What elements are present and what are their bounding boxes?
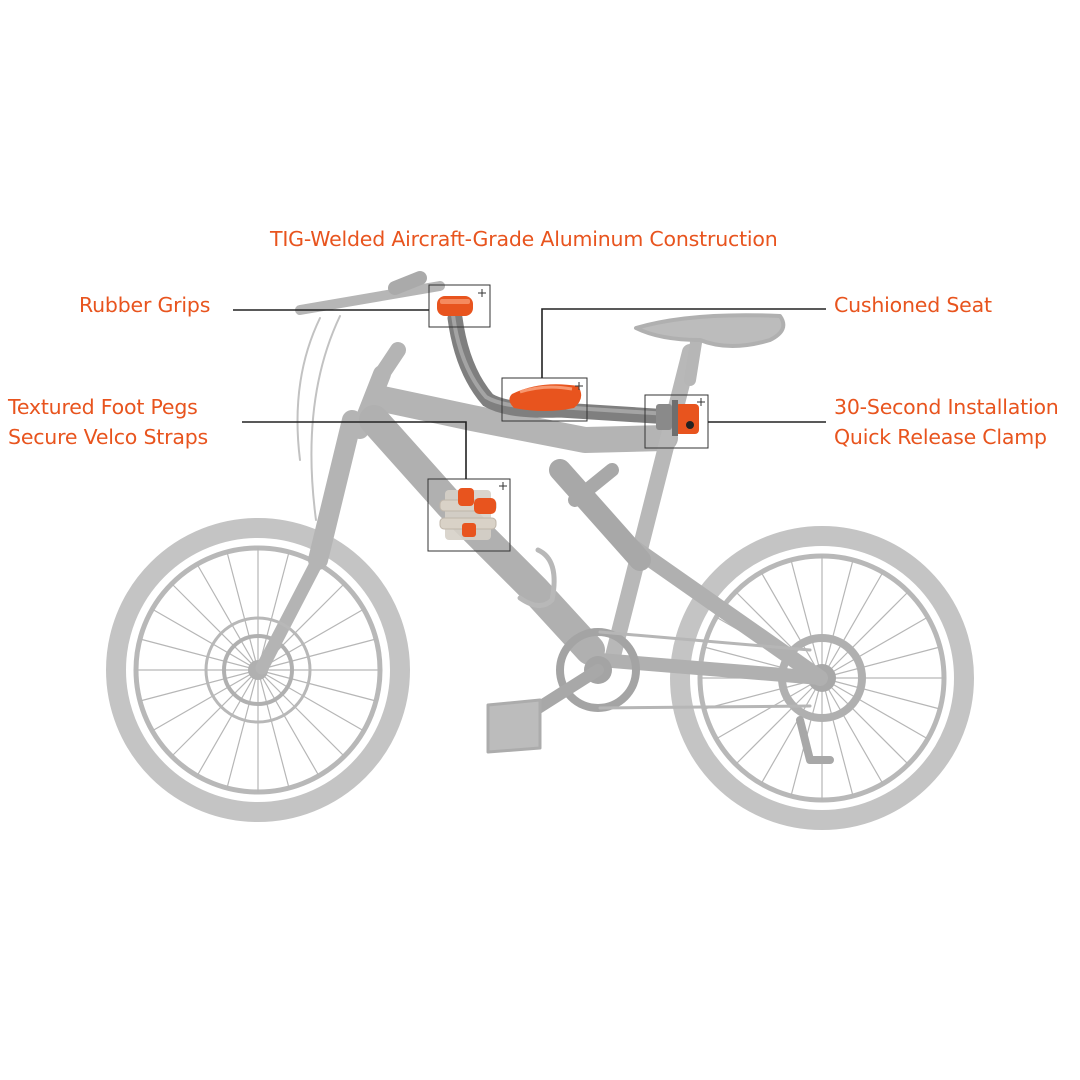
plus-icon [478,289,486,297]
plus-icon [575,382,583,390]
plus-markers [478,289,705,490]
pegs-leader-line [242,421,467,479]
child-seat [437,296,699,540]
rubber-grips-label: Rubber Grips [79,293,211,317]
foot-pegs [439,488,497,540]
foot-pegs-label-line1: Textured Foot Pegs [8,395,198,419]
cushioned-seat-label: Cushioned Seat [834,293,992,317]
frame [204,271,834,764]
seat-callout-box [501,377,588,422]
pegs-callout-box [427,478,511,552]
rubber-grip [437,296,473,316]
seat-leader-line [541,308,826,378]
foot-pegs-label: Textured Foot Pegs Secure Velco Straps [8,392,208,452]
clamp-label-line2: Quick Release Clamp [834,425,1047,449]
rear-wheel [670,526,974,830]
plus-icon [499,482,507,490]
leader-lines [233,308,826,479]
grips-callout-box [428,284,491,328]
foot-pegs-label-line2: Secure Velco Straps [8,425,208,449]
headline: TIG-Welded Aircraft-Grade Aluminum Const… [270,227,778,251]
front-wheel [106,518,410,822]
bicycle [106,271,974,830]
clamp-label: 30-Second Installation Quick Release Cla… [834,392,1059,452]
quick-release-clamp [656,400,699,436]
clamp-label-line1: 30-Second Installation [834,395,1059,419]
plus-icon [697,398,705,406]
cushioned-seat-pad [509,384,582,411]
